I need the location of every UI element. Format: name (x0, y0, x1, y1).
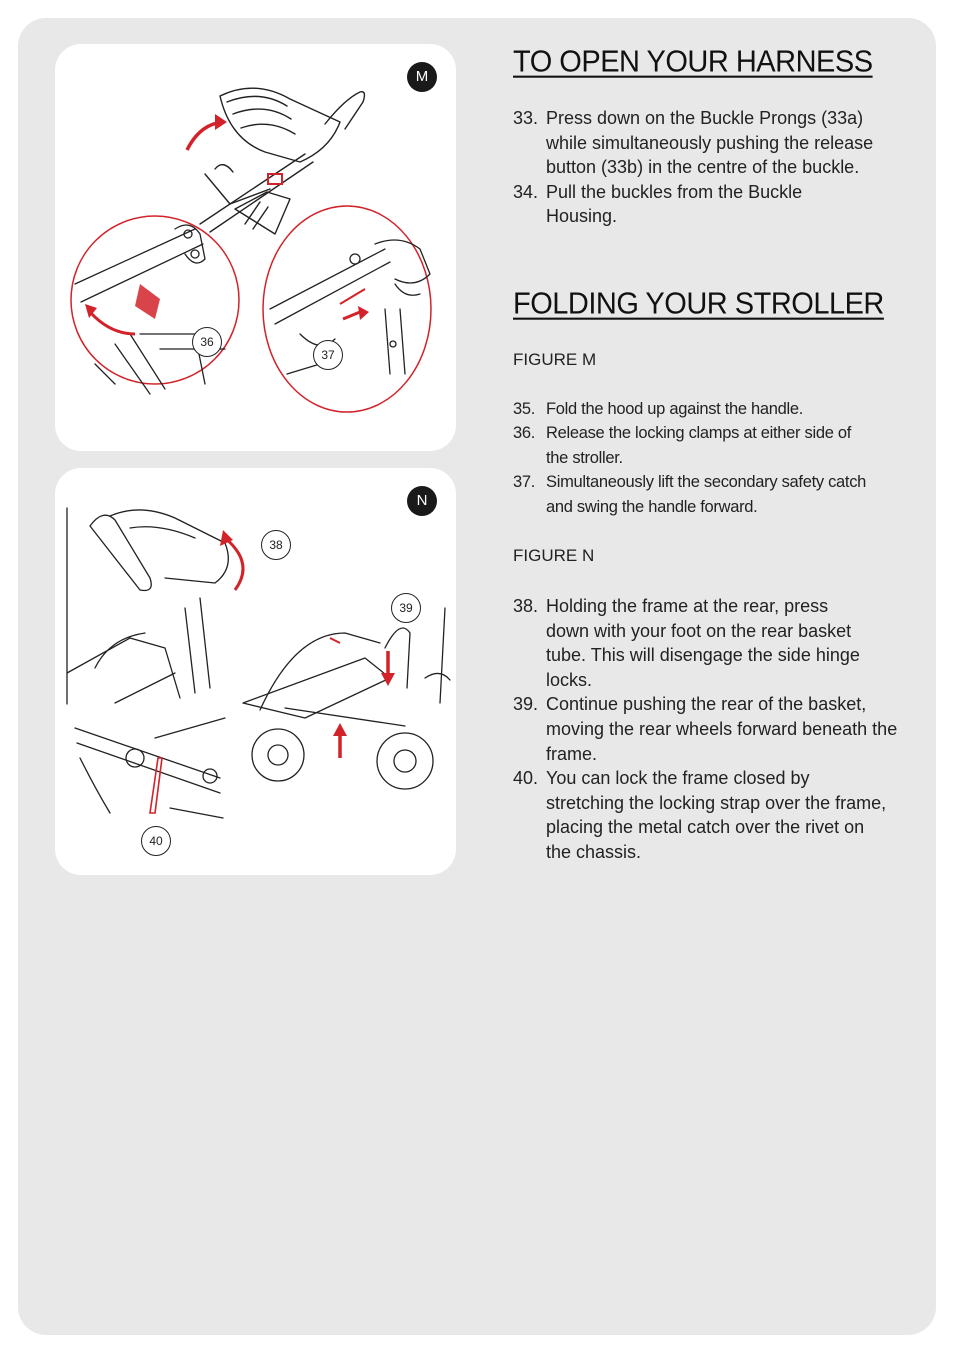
callout-40: 40 (141, 826, 171, 856)
step-text: Release the locking clamps at either sid… (546, 424, 852, 467)
callout-38: 38 (261, 530, 291, 560)
figure-n-steps: 38. Holding the frame at the rear, press … (513, 594, 916, 865)
callout-37: 37 (313, 340, 343, 370)
step-text: Holding the frame at the rear, press dow… (546, 596, 860, 690)
step-40: 40. You can lock the frame closed by stre… (513, 766, 891, 864)
step-34: 34. Pull the buckles from the Buckle Hous… (513, 180, 856, 229)
step-number: 40. (513, 768, 539, 789)
figure-m: M 36 37 (55, 44, 456, 451)
step-35: 35. Fold the hood up against the handle. (513, 397, 916, 421)
step-33: 33. Press down on the Buckle Prongs (33a)… (513, 106, 896, 180)
harness-steps: 33. Press down on the Buckle Prongs (33a)… (513, 106, 896, 229)
stroller-folding-illustration-n (66, 507, 451, 819)
figure-m-label: FIGURE M (513, 350, 597, 369)
figure-m-badge: M (407, 62, 437, 92)
step-text: You can lock the frame closed by stretch… (546, 768, 887, 862)
step-39: 39. Continue pushing the rear of the bask… (513, 692, 916, 766)
harness-heading: TO OPEN YOUR HARNESS (513, 45, 873, 79)
step-text: Simultaneously lift the secondary safety… (546, 473, 867, 516)
callout-39: 39 (391, 593, 421, 623)
step-text: Pull the buckles from the Buckle Housing… (546, 181, 803, 227)
step-number: 37. (513, 473, 536, 492)
step-38: 38. Holding the frame at the rear, press … (513, 594, 866, 692)
step-number: 35. (513, 400, 536, 418)
figure-m-steps: 35.Fold the hood up against the handle. … (513, 397, 916, 519)
step-text: Fold the hood up against the handle. (546, 400, 804, 418)
step-37: 37. Simultaneously lift the secondary saf… (513, 470, 881, 519)
figure-n-label: FIGURE N (513, 546, 595, 565)
step-number: 39. (513, 694, 539, 715)
step-text: Press down on the Buckle Prongs (33a) wh… (546, 108, 874, 178)
step-text: Continue pushing the rear of the basket,… (546, 694, 898, 764)
figure-n-badge: N (407, 486, 437, 516)
step-number: 33. (513, 108, 539, 128)
callout-36: 36 (192, 327, 222, 357)
stroller-folding-illustration-m (70, 87, 432, 413)
folding-heading: FOLDING YOUR STROLLER (513, 287, 884, 321)
step-number: 34. (513, 181, 539, 202)
figure-n: N 38 39 40 (55, 468, 456, 875)
step-number: 36. (513, 424, 536, 443)
step-number: 38. (513, 596, 539, 616)
step-36: 36. Release the locking clamps at either … (513, 421, 876, 470)
